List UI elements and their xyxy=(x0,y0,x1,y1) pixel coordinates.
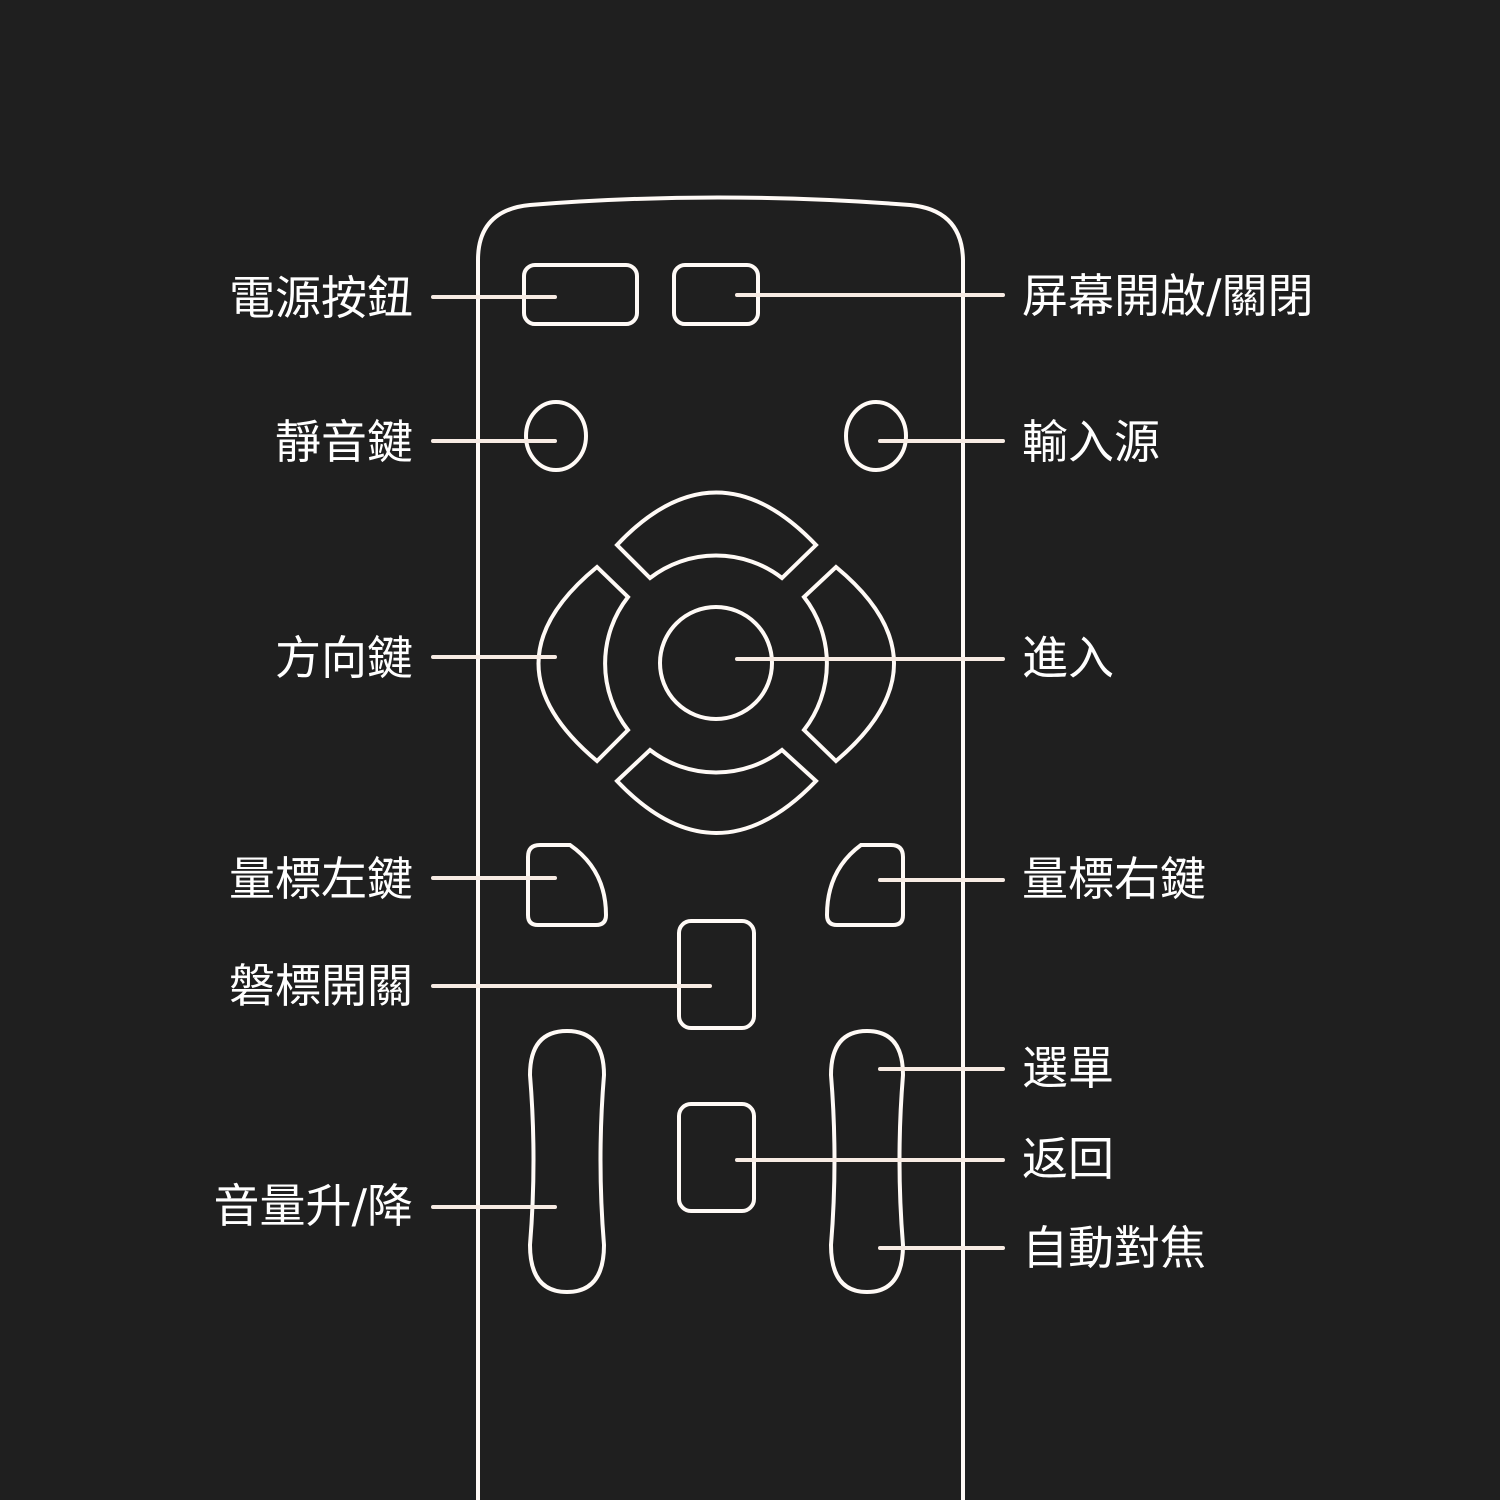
label-back: 返回 xyxy=(1022,1132,1114,1186)
volume-rocker xyxy=(527,1028,607,1295)
mute-button xyxy=(524,400,588,472)
label-mute: 靜音鍵 xyxy=(275,415,413,469)
mouse-right-button xyxy=(824,843,905,927)
label-mouse-left: 量標左鍵 xyxy=(229,852,413,906)
dpad-down xyxy=(614,747,819,835)
label-mouse-right: 量標右鍵 xyxy=(1022,852,1206,906)
dpad-right xyxy=(801,564,896,764)
input-source-button xyxy=(844,400,908,472)
enter-button xyxy=(658,605,774,721)
label-power: 電源按鈕 xyxy=(229,271,413,325)
label-menu: 選單 xyxy=(1022,1041,1114,1095)
label-pan-toggle: 磐標開關 xyxy=(229,959,413,1013)
menu-autofocus-rocker xyxy=(828,1028,906,1295)
dpad-up xyxy=(614,490,819,581)
label-volume: 音量升/降 xyxy=(213,1179,414,1233)
back-button xyxy=(677,1102,756,1213)
pan-toggle-button xyxy=(677,919,756,1030)
label-direction: 方向鍵 xyxy=(275,631,413,685)
dpad-left xyxy=(536,564,631,764)
label-input-source: 輸入源 xyxy=(1022,415,1160,469)
label-screen-toggle: 屏幕開啟/關閉 xyxy=(1022,269,1314,323)
label-enter: 進入 xyxy=(1022,631,1114,685)
label-autofocus: 自動對焦 xyxy=(1022,1221,1206,1275)
remote-body xyxy=(476,195,965,1500)
mouse-left-button xyxy=(526,843,609,927)
power-button xyxy=(522,263,639,326)
